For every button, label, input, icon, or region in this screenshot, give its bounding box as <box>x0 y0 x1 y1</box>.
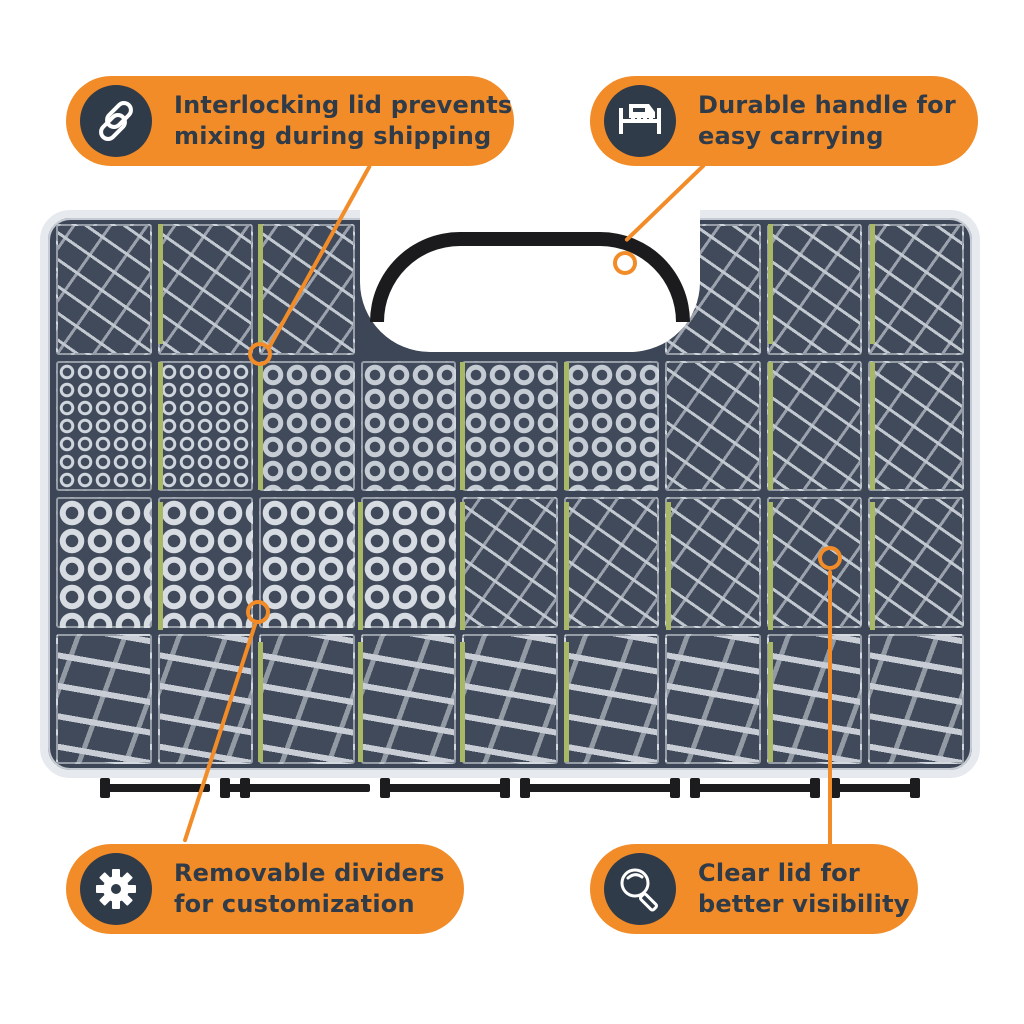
removable-divider[interactable] <box>158 502 163 630</box>
callout-durable-handle: Durable handle for easy carrying <box>590 76 978 166</box>
removable-divider[interactable] <box>460 502 465 630</box>
removable-divider[interactable] <box>358 502 363 630</box>
compartment <box>157 224 254 355</box>
removable-divider[interactable] <box>460 362 465 490</box>
removable-divider[interactable] <box>768 642 773 762</box>
pointer-ring-interlocking <box>248 342 272 366</box>
compartment <box>462 633 558 764</box>
callout-text: Removable dividers for customization <box>174 859 445 918</box>
pointer-ring-handle <box>613 251 637 275</box>
compartment <box>56 633 152 764</box>
removable-divider[interactable] <box>768 224 773 344</box>
pointer-ring-dividers <box>246 600 270 624</box>
compartment <box>766 360 863 491</box>
removable-divider[interactable] <box>460 642 465 762</box>
removable-divider[interactable] <box>564 502 569 630</box>
removable-divider[interactable] <box>870 224 875 344</box>
handle-slot <box>553 249 615 265</box>
callout-text: Interlocking lid prevents mixing during … <box>174 91 513 150</box>
magnifier-icon <box>604 853 676 925</box>
compartment <box>868 224 964 355</box>
leader-line-clear-lid <box>828 570 832 846</box>
compartment <box>157 360 254 491</box>
removable-divider[interactable] <box>158 362 163 490</box>
compartment <box>157 497 254 628</box>
latch-hinges <box>100 778 920 800</box>
callout-clear-lid: Clear lid for better visibility <box>590 844 918 934</box>
compartment <box>665 633 761 764</box>
compartment <box>56 360 152 491</box>
compartment <box>563 633 660 764</box>
compartment <box>868 497 964 628</box>
removable-divider[interactable] <box>258 642 263 762</box>
callout-removable-dividers: Removable dividers for customization <box>66 844 464 934</box>
compartment <box>157 633 254 764</box>
compartment <box>360 633 457 764</box>
removable-divider[interactable] <box>358 642 363 762</box>
compartment <box>56 497 152 628</box>
compartment <box>665 497 761 628</box>
handle-slot <box>453 249 515 265</box>
removable-divider[interactable] <box>258 224 263 344</box>
removable-divider[interactable] <box>768 502 773 630</box>
compartment <box>766 633 863 764</box>
removable-divider[interactable] <box>870 362 875 490</box>
chain-link-icon <box>80 85 152 157</box>
compartment <box>665 360 761 491</box>
compartment <box>259 360 355 491</box>
compartment <box>563 360 660 491</box>
organizer-case <box>40 200 980 798</box>
callout-text: Durable handle for easy carrying <box>698 91 956 150</box>
callout-interlocking-lid: Interlocking lid prevents mixing during … <box>66 76 514 166</box>
compartment <box>462 497 558 628</box>
removable-divider[interactable] <box>768 362 773 490</box>
gear-icon <box>80 853 152 925</box>
removable-divider[interactable] <box>870 502 875 630</box>
compartment <box>259 497 355 628</box>
compartment <box>360 497 457 628</box>
removable-divider[interactable] <box>564 642 569 762</box>
compartment <box>360 360 457 491</box>
compartment <box>56 224 152 355</box>
removable-divider[interactable] <box>158 224 163 344</box>
removable-divider[interactable] <box>258 362 263 490</box>
pointer-ring-clear-lid <box>818 546 842 570</box>
compartment <box>259 633 355 764</box>
callout-text: Clear lid for better visibility <box>698 859 910 918</box>
compartment <box>563 497 660 628</box>
compartment <box>766 224 863 355</box>
compartment <box>462 360 558 491</box>
removable-divider[interactable] <box>666 502 671 630</box>
compartment <box>868 633 964 764</box>
carry-handle[interactable] <box>370 232 690 322</box>
compartment <box>766 497 863 628</box>
hand-grip-icon <box>604 85 676 157</box>
removable-divider[interactable] <box>564 362 569 490</box>
compartment <box>868 360 964 491</box>
